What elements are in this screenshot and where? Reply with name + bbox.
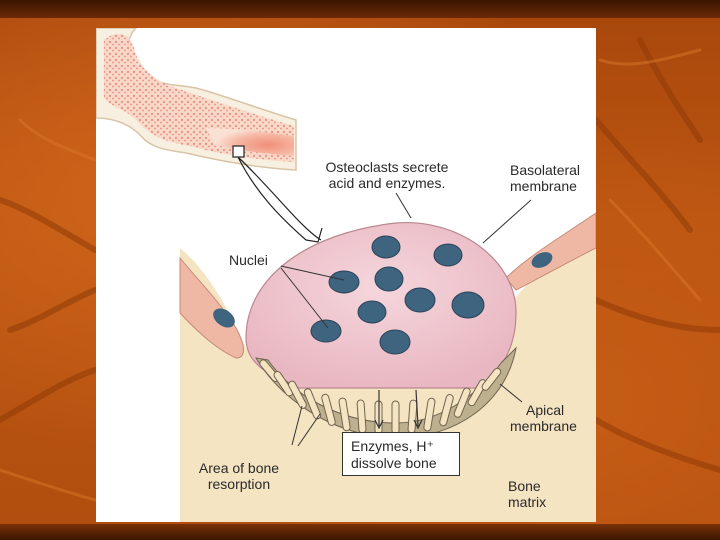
lining-cell-left	[179, 256, 244, 359]
enzymes-callout-box: Enzymes, H⁺ dissolve bone	[342, 432, 460, 476]
label-area-of-bone-resorption: Area of bone resorption	[184, 460, 294, 492]
label-resorption-line2: resorption	[207, 476, 271, 492]
label-osteoclasts-line2: acid and enzymes.	[328, 175, 446, 191]
label-basolateral-membrane: Basolateral membrane	[510, 162, 580, 194]
nucleus	[310, 319, 342, 343]
label-bone-matrix: Bone matrix	[508, 478, 546, 510]
label-apical-line2: membrane	[510, 418, 577, 434]
nucleus	[433, 243, 463, 267]
label-apical-line1: Apical	[526, 402, 565, 418]
leader-lines	[280, 192, 532, 447]
slide-bottom-band	[0, 524, 720, 540]
osteoclast-illustration	[96, 28, 596, 522]
enzyme-arrows	[374, 389, 423, 430]
zoom-box	[232, 145, 245, 158]
label-osteoclasts: Osteoclasts secrete acid and enzymes.	[302, 159, 472, 191]
nucleus	[379, 329, 411, 355]
nucleus	[451, 291, 485, 319]
label-nuclei: Nuclei	[229, 252, 268, 268]
zoom-callout-lines	[237, 156, 323, 243]
ruffled-border	[255, 346, 517, 439]
osteoclast-figure: Osteoclasts secrete acid and enzymes. Ba…	[96, 28, 596, 522]
label-enzymes-line1: Enzymes, H⁺	[351, 438, 434, 454]
femur-bone	[96, 28, 297, 171]
label-apical-membrane: Apical membrane	[510, 402, 577, 434]
nucleus	[374, 266, 404, 292]
label-nuclei-text: Nuclei	[229, 252, 268, 268]
nuclei	[310, 235, 485, 355]
label-resorption-line1: Area of bone	[198, 460, 280, 476]
label-basolateral-line1: Basolateral	[510, 162, 581, 178]
slide-top-band	[0, 0, 720, 18]
label-bone-matrix-line1: Bone	[508, 478, 541, 494]
nucleus	[371, 235, 401, 259]
label-osteoclasts-line1: Osteoclasts secrete	[325, 159, 449, 175]
lining-cell-right	[505, 212, 596, 291]
label-bone-matrix-line2: matrix	[508, 494, 547, 510]
label-enzymes-line2: dissolve bone	[351, 455, 437, 471]
nucleus	[357, 300, 387, 324]
nucleus	[328, 270, 360, 294]
label-basolateral-line2: membrane	[510, 178, 577, 194]
nucleus	[404, 287, 436, 313]
